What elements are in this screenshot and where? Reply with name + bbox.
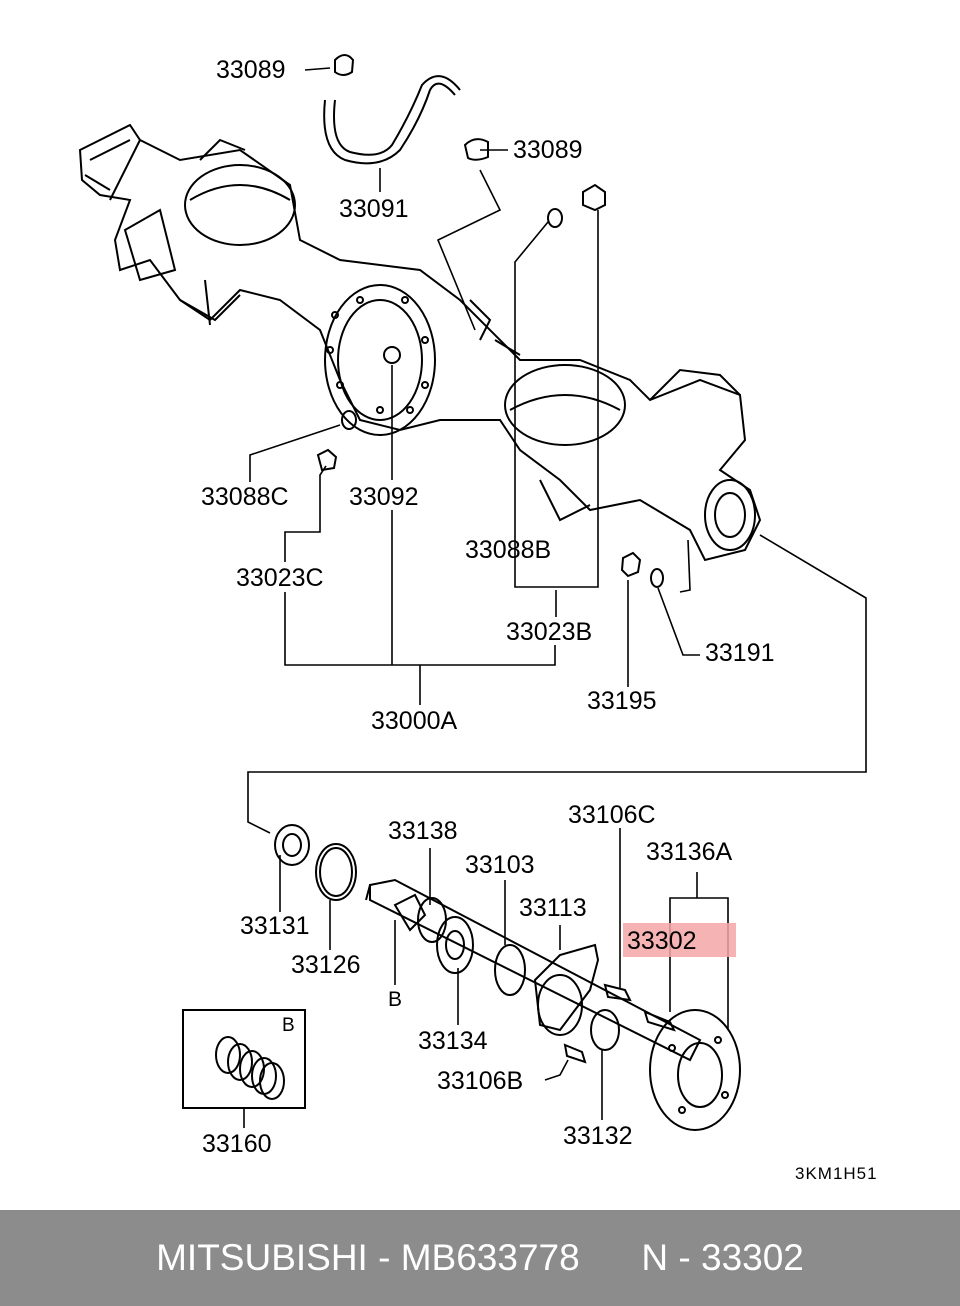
bolt-33106B — [563, 1043, 587, 1064]
label-33106C: 33106C — [568, 801, 656, 829]
label-33136A: 33136A — [646, 838, 733, 866]
footer-part-number: MB633778 — [400, 1237, 580, 1278]
part-highlight — [623, 923, 736, 957]
footer-reference: N - 33302 — [641, 1237, 804, 1278]
label-33092: 33092 — [349, 483, 419, 511]
breather-hose-33091 — [323, 75, 461, 165]
label-box-b: B — [282, 1015, 295, 1036]
label-33132: 33132 — [563, 1122, 633, 1150]
leader-lines-lower — [243, 828, 729, 1128]
bearing-case-33113 — [533, 943, 600, 1036]
label-33113: 33113 — [519, 894, 587, 922]
reference-code: 3KM1H51 — [795, 1164, 878, 1183]
spacer-33132 — [590, 1009, 620, 1051]
hub-bolt-33302 — [643, 1010, 676, 1032]
label-33191: 33191 — [705, 639, 775, 667]
label-33023B: 33023B — [506, 618, 593, 646]
bolt-33023B — [582, 183, 606, 212]
exploded-parts-diagram — [78, 54, 867, 1131]
label-33023C: 33023C — [236, 564, 324, 592]
label-33091: 33091 — [339, 195, 409, 223]
plug-33088C — [341, 410, 357, 430]
nut-33195 — [620, 551, 642, 578]
label-b: B — [388, 988, 403, 1011]
washer-33191 — [650, 568, 664, 588]
footer-gap — [580, 1237, 642, 1279]
bolt-33023C — [316, 448, 338, 472]
label-33103: 33103 — [465, 851, 535, 879]
axle-shaft — [365, 878, 702, 1062]
plug-33088B — [547, 208, 563, 228]
axle-flange-33136A — [649, 1009, 741, 1131]
bolt-33106C — [603, 983, 632, 1002]
footer-brand: MITSUBISHI — [156, 1237, 368, 1278]
clip-33089-right — [463, 138, 489, 161]
label-33089-right: 33089 — [513, 136, 583, 164]
o-ring-33126 — [315, 843, 357, 901]
label-33088B: 33088B — [465, 536, 552, 564]
label-33131: 33131 — [240, 912, 310, 940]
oil-seal-33131 — [274, 824, 310, 866]
leader-lines — [247, 67, 867, 834]
label-33302: 33302 — [627, 927, 697, 955]
label-33088C: 33088C — [201, 483, 289, 511]
label-33138: 33138 — [388, 817, 458, 845]
label-33126: 33126 — [291, 951, 361, 979]
footer-separator: - — [367, 1237, 401, 1278]
axle-housing — [78, 123, 762, 562]
clip-33089-top — [334, 54, 355, 76]
label-33106B: 33106B — [437, 1067, 524, 1095]
footer-bar: MITSUBISHI - MB633778 N - 33302 — [0, 1210, 960, 1306]
label-33160: 33160 — [202, 1130, 272, 1158]
spacer-33103 — [494, 944, 526, 996]
label-33195: 33195 — [587, 687, 657, 715]
label-33000A: 33000A — [371, 707, 458, 735]
label-33089-top: 33089 — [216, 56, 286, 84]
bearing-33134 — [436, 916, 474, 974]
label-33134: 33134 — [418, 1027, 488, 1055]
